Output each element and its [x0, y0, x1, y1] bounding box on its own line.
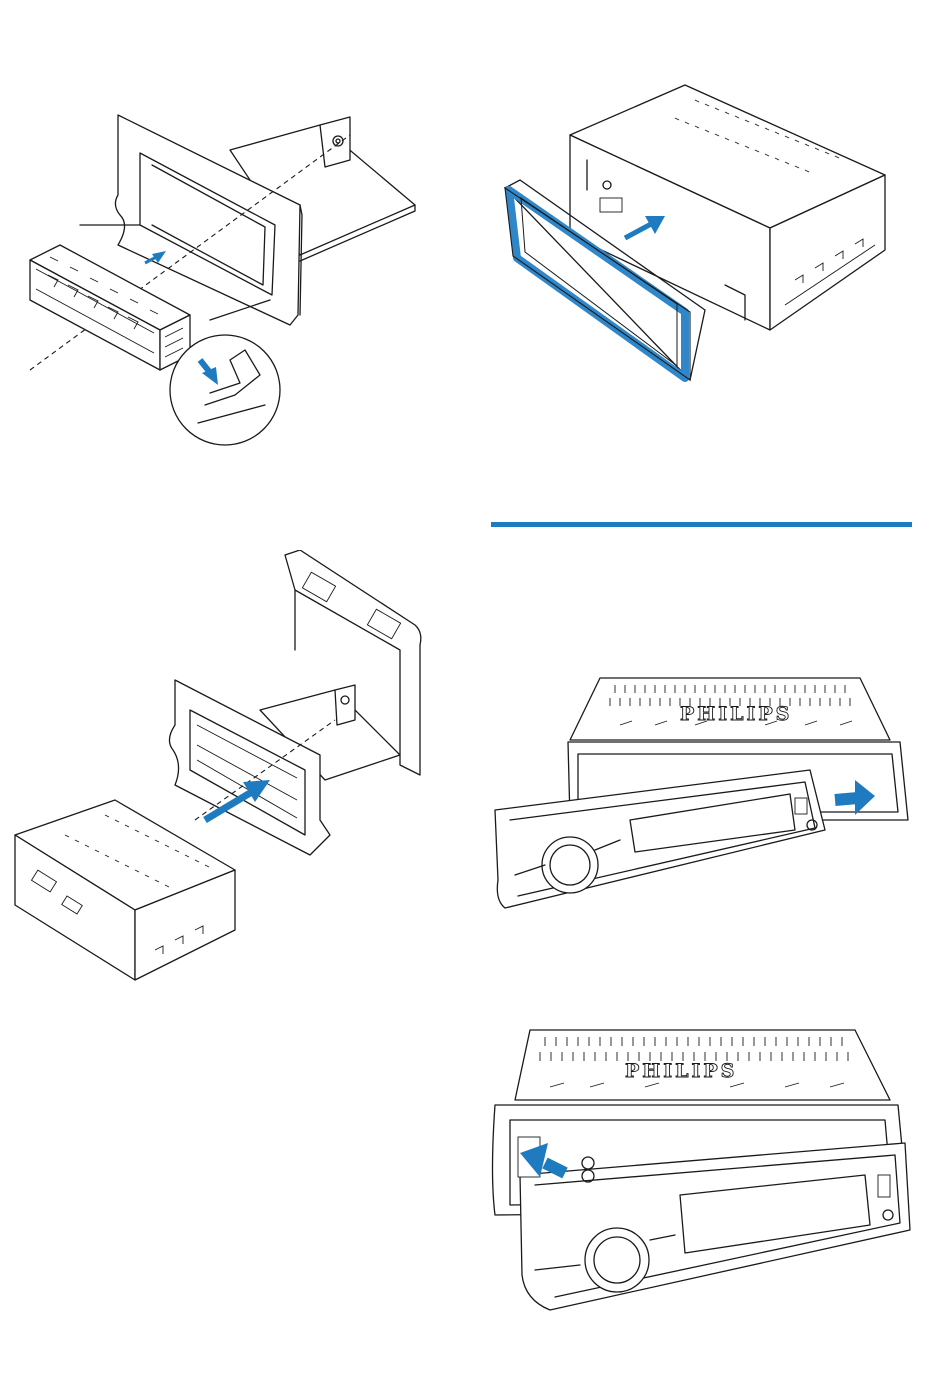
- section-divider: [491, 522, 912, 527]
- panel-detach-illustration: PHILIPS: [490, 670, 915, 915]
- philips-logo: PHILIPS: [625, 1060, 737, 1082]
- bracket-install-illustration: [20, 105, 440, 450]
- trim-frame-illustration: [495, 80, 895, 390]
- unit-insert-illustration: [5, 550, 435, 985]
- panel-attach-illustration: PHILIPS: [490, 1025, 915, 1315]
